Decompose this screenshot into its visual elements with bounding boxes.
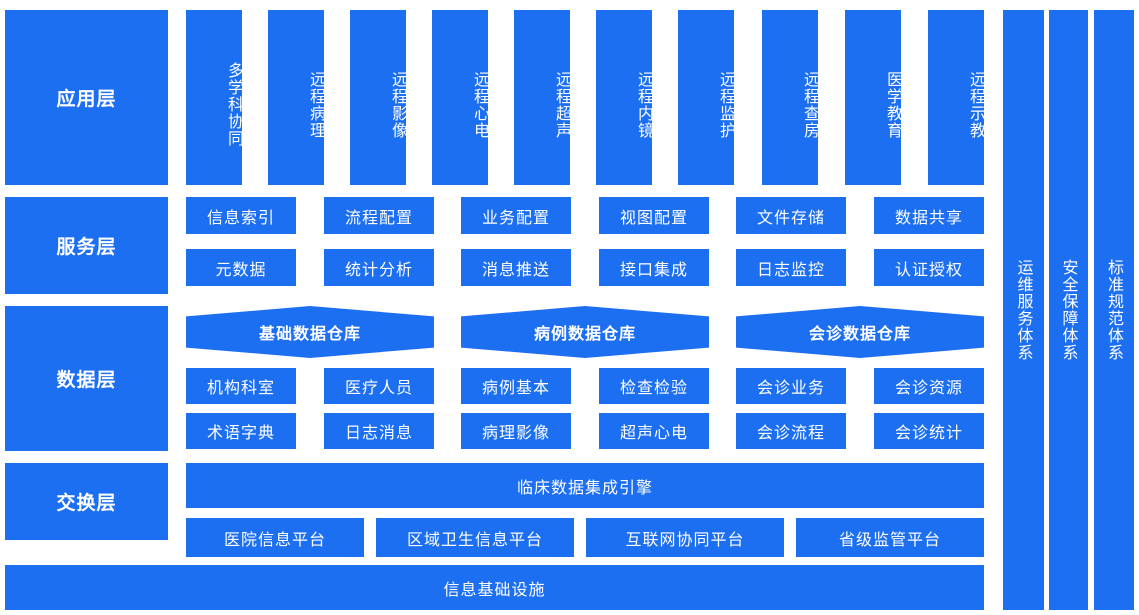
data-item: 日志消息	[324, 413, 434, 449]
app-item: 远程查房	[762, 10, 820, 185]
platform-item: 医院信息平台	[186, 518, 364, 557]
app-item: 远程示教	[928, 10, 986, 185]
data-item: 医疗人员	[324, 368, 434, 404]
side-system-standards: 标准规范体系	[1094, 10, 1134, 610]
data-item: 病理影像	[461, 413, 571, 449]
data-item: 会诊业务	[736, 368, 846, 404]
service-item: 视图配置	[599, 197, 709, 234]
app-item: 多学科协同	[186, 10, 244, 185]
platform-item: 互联网协同平台	[586, 518, 784, 557]
service-item: 认证授权	[874, 249, 984, 286]
service-item: 消息推送	[461, 249, 571, 286]
side-system-operations: 运维服务体系	[1003, 10, 1044, 610]
service-item: 接口集成	[599, 249, 709, 286]
app-item: 远程监护	[678, 10, 736, 185]
app-item: 远程影像	[350, 10, 408, 185]
data-item: 检查检验	[599, 368, 709, 404]
app-item: 医学教育	[845, 10, 903, 185]
data-item: 机构科室	[186, 368, 296, 404]
data-item: 会诊统计	[874, 413, 984, 449]
service-item: 文件存储	[736, 197, 846, 234]
service-item: 业务配置	[461, 197, 571, 234]
application-layer-label: 应用层	[5, 10, 168, 185]
app-item: 远程内镜	[596, 10, 654, 185]
app-item: 远程超声	[514, 10, 572, 185]
warehouse-case: 病例数据仓库	[461, 306, 709, 358]
service-item: 元数据	[186, 249, 296, 286]
app-item: 远程病理	[268, 10, 326, 185]
warehouse-consultation: 会诊数据仓库	[736, 306, 984, 358]
app-item: 远程心电	[432, 10, 490, 185]
service-item: 信息索引	[186, 197, 296, 234]
platform-item: 省级监管平台	[796, 518, 984, 557]
service-layer-label: 服务层	[5, 197, 168, 294]
data-item: 会诊资源	[874, 368, 984, 404]
service-item: 日志监控	[736, 249, 846, 286]
side-system-security: 安全保障体系	[1049, 10, 1088, 610]
data-item: 会诊流程	[736, 413, 846, 449]
data-layer-label: 数据层	[5, 306, 168, 451]
data-item: 超声心电	[599, 413, 709, 449]
platform-item: 区域卫生信息平台	[376, 518, 574, 557]
data-integration-engine: 临床数据集成引擎	[186, 463, 984, 508]
service-item: 统计分析	[324, 249, 434, 286]
warehouse-basic: 基础数据仓库	[186, 306, 434, 358]
service-item: 流程配置	[324, 197, 434, 234]
data-item: 病例基本	[461, 368, 571, 404]
exchange-layer-label: 交换层	[5, 463, 168, 540]
infrastructure-bar: 信息基础设施	[5, 565, 984, 610]
service-item: 数据共享	[874, 197, 984, 234]
data-item: 术语字典	[186, 413, 296, 449]
